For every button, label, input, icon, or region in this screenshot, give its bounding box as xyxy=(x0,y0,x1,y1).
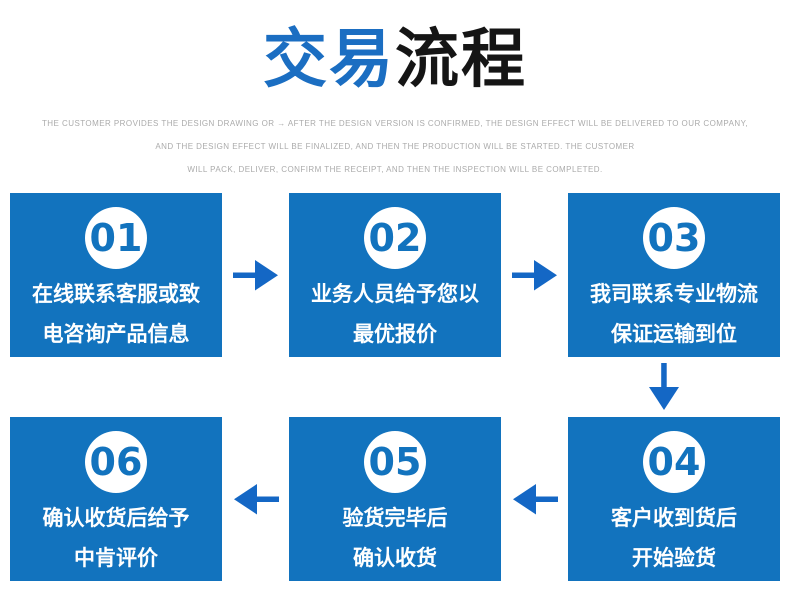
step-02-caption-line-1: 业务人员给予您以 xyxy=(311,283,479,306)
step-06-caption-line-2: 中肯评价 xyxy=(74,547,158,570)
arrow-right-icon xyxy=(511,260,557,291)
step-04-caption-line-2: 开始验货 xyxy=(632,547,716,570)
step-box-05: 05 验货完毕后 确认收货 xyxy=(289,417,501,581)
step-05-number-circle: 05 xyxy=(364,431,426,493)
step-03-caption-line-2: 保证运输到位 xyxy=(611,323,737,346)
step-box-01: 01 在线联系客服或致 电咨询产品信息 xyxy=(10,193,222,357)
step-02-caption: 业务人员给予您以 最优报价 xyxy=(311,275,479,355)
step-01-caption-line-2: 电咨询产品信息 xyxy=(42,323,190,346)
step-06-caption: 确认收货后给予 中肯评价 xyxy=(43,499,190,579)
step-01-number: 01 xyxy=(89,216,143,260)
down-col-spacer-middle xyxy=(289,357,501,417)
step-03-caption-line-1: 我司联系专业物流 xyxy=(590,283,758,306)
step-03-number-circle: 03 xyxy=(643,207,705,269)
step-02-caption-line-2: 最优报价 xyxy=(353,323,437,346)
step-box-06: 06 确认收货后给予 中肯评价 xyxy=(10,417,222,581)
down-col-arrow xyxy=(558,357,770,417)
arrow-down-icon xyxy=(649,363,679,410)
arrow-cell-1-2 xyxy=(222,193,289,357)
page-title-black-part: 流程 xyxy=(395,23,527,95)
step-box-04: 04 客户收到货后 开始验货 xyxy=(568,417,780,581)
arrow-cell-2-3 xyxy=(501,193,568,357)
page-title-blue-part: 交易 xyxy=(263,23,395,95)
step-box-02: 02 业务人员给予您以 最优报价 xyxy=(289,193,501,357)
flow-row-bottom: 06 确认收货后给予 中肯评价 05 验货完毕后 确 xyxy=(10,417,780,581)
step-01-number-circle: 01 xyxy=(85,207,147,269)
step-06-number: 06 xyxy=(89,440,143,484)
step-03-number: 03 xyxy=(647,216,701,260)
subtitle-description: THE CUSTOMER PROVIDES THE DESIGN DRAWING… xyxy=(0,112,790,181)
flow-diagram: 01 在线联系客服或致 电咨询产品信息 02 业务人员给予您以 xyxy=(0,193,790,581)
arrow-cell-4-5 xyxy=(501,417,568,581)
step-04-caption-line-1: 客户收到货后 xyxy=(611,507,737,530)
step-05-caption-line-1: 验货完毕后 xyxy=(342,507,448,530)
step-05-caption: 验货完毕后 确认收货 xyxy=(343,499,448,579)
step-06-number-circle: 06 xyxy=(85,431,147,493)
step-04-number: 04 xyxy=(647,440,701,484)
step-02-number-circle: 02 xyxy=(364,207,426,269)
flow-row-top: 01 在线联系客服或致 电咨询产品信息 02 业务人员给予您以 xyxy=(10,193,780,357)
flow-row-connector xyxy=(10,357,780,417)
down-col-spacer-left xyxy=(20,357,232,417)
arrow-left-icon xyxy=(233,484,279,515)
step-03-caption: 我司联系专业物流 保证运输到位 xyxy=(590,275,758,355)
subtitle-line-3: WILL PACK, DELIVER, CONFIRM THE RECEIPT,… xyxy=(187,165,603,174)
subtitle-line-2: AND THE DESIGN EFFECT WILL BE FINALIZED,… xyxy=(155,142,635,151)
step-06-caption-line-1: 确认收货后给予 xyxy=(42,507,190,530)
step-02-number: 02 xyxy=(368,216,422,260)
step-04-number-circle: 04 xyxy=(643,431,705,493)
step-05-number: 05 xyxy=(368,440,422,484)
step-box-03: 03 我司联系专业物流 保证运输到位 xyxy=(568,193,780,357)
step-01-caption-line-1: 在线联系客服或致 xyxy=(32,283,200,306)
subtitle-line-1: THE CUSTOMER PROVIDES THE DESIGN DRAWING… xyxy=(41,119,749,128)
step-05-caption-line-2: 确认收货 xyxy=(353,547,437,570)
page-title: 交易流程 xyxy=(0,16,790,102)
step-04-caption: 客户收到货后 开始验货 xyxy=(611,499,737,579)
arrow-cell-5-6 xyxy=(222,417,289,581)
arrow-left-icon xyxy=(512,484,558,515)
arrow-right-icon xyxy=(232,260,278,291)
step-01-caption: 在线联系客服或致 电咨询产品信息 xyxy=(32,275,200,355)
